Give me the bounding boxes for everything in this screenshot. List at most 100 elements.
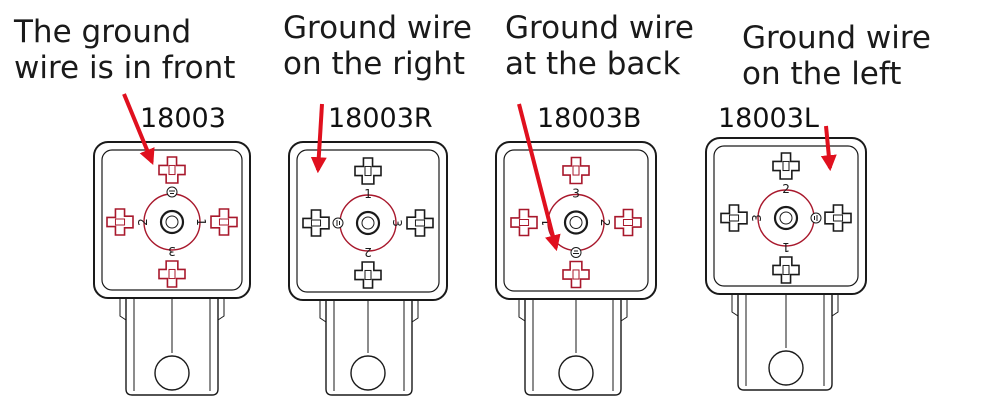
screw-hole xyxy=(768,350,804,386)
connector-4: 2 1 3 xyxy=(705,137,867,391)
pin-number: 2 xyxy=(136,218,150,226)
center-screw-inner xyxy=(569,216,583,229)
pin-top xyxy=(158,156,186,198)
pin-contact xyxy=(354,157,382,185)
pin-left: 3 xyxy=(720,204,764,232)
center-screw-inner xyxy=(165,215,179,229)
model-code-18003l: 18003L xyxy=(718,103,819,134)
pin-contact xyxy=(510,208,538,237)
pin-slot xyxy=(572,269,580,280)
caption-line: The ground xyxy=(14,14,192,50)
connector-stem xyxy=(125,298,219,396)
pin-number: 1 xyxy=(364,187,372,201)
pin-number: 2 xyxy=(782,182,790,196)
connector-face xyxy=(503,149,649,292)
center-screw-inner xyxy=(361,216,375,230)
pin-contact xyxy=(302,209,330,237)
pin-top: 2 xyxy=(772,152,800,196)
pin-contact xyxy=(210,208,238,236)
center-screw-inner xyxy=(779,211,793,225)
pin-slot xyxy=(622,219,634,226)
caption-back: Ground wire at the back xyxy=(505,10,694,82)
pin-number: 2 xyxy=(364,245,372,259)
screw-hole xyxy=(154,355,190,391)
caption-front: The ground wire is in front xyxy=(14,14,235,86)
pin-slot xyxy=(364,269,372,281)
pin-slot xyxy=(310,219,322,227)
connector-2: 1 3 2 xyxy=(288,141,448,396)
connector-stem xyxy=(325,300,413,396)
connector-face xyxy=(713,145,859,287)
screw-hole xyxy=(558,355,594,391)
connector-1: 1 3 2 xyxy=(93,141,251,396)
pin-number: 1 xyxy=(194,218,208,226)
center-screw xyxy=(355,210,381,236)
model-code-18003: 18003 xyxy=(140,103,226,134)
caption-line: Ground wire xyxy=(283,10,472,46)
center-screw xyxy=(563,210,589,235)
pin-contact xyxy=(824,204,852,232)
pin-contact xyxy=(158,260,186,288)
pin-number: 3 xyxy=(168,244,176,258)
pin-right: 1 xyxy=(194,208,238,236)
flange xyxy=(831,294,839,317)
connector-stem xyxy=(524,299,622,396)
ground-symbol xyxy=(810,212,822,224)
pin-number: 1 xyxy=(782,240,790,254)
pin-contact xyxy=(106,208,134,236)
caption-line: on the right xyxy=(283,46,466,82)
pin-contact xyxy=(614,208,642,237)
model-code-18003r: 18003R xyxy=(328,103,433,134)
caption-left: Ground wire on the left xyxy=(742,20,931,92)
caption-line: at the back xyxy=(505,46,681,82)
caption-line: Ground wire xyxy=(505,10,694,46)
connector-face xyxy=(101,149,243,291)
caption-line: wire is in front xyxy=(14,50,236,86)
flange xyxy=(518,299,526,322)
pin-contact xyxy=(562,156,590,185)
pin-slot xyxy=(218,218,230,226)
ground-circle xyxy=(810,212,822,224)
caption-line: Ground wire xyxy=(742,20,931,56)
caption-right: Ground wire on the right xyxy=(283,10,472,82)
pin-left: 1 xyxy=(510,208,554,237)
pin-contact xyxy=(406,209,434,237)
pin-slot xyxy=(782,160,790,172)
screw-hole xyxy=(350,355,386,391)
ground-symbol xyxy=(166,186,178,198)
pin-contact xyxy=(720,204,748,232)
center-screw xyxy=(773,205,799,231)
pin-contact xyxy=(772,256,800,284)
pin-top: 3 xyxy=(562,156,590,201)
pin-contact xyxy=(562,260,590,289)
pointer-arrow-3 xyxy=(517,103,561,252)
pin-slot xyxy=(414,219,426,227)
pin-slot xyxy=(114,218,126,226)
pin-number: 3 xyxy=(572,187,580,201)
pin-left xyxy=(302,209,344,237)
pin-number: 3 xyxy=(390,219,404,227)
flange xyxy=(731,294,739,317)
pin-contact xyxy=(158,156,186,184)
flange xyxy=(217,298,225,321)
pin-left: 2 xyxy=(106,208,150,236)
pin-contact xyxy=(354,261,382,289)
ground-symbol xyxy=(570,247,582,258)
pin-slot xyxy=(728,214,740,222)
pointer-arrow-1 xyxy=(122,93,155,165)
pin-slot xyxy=(832,214,844,222)
pin-bottom xyxy=(562,247,590,289)
connector-3: 321 xyxy=(495,141,657,396)
pin-bottom: 1 xyxy=(772,240,800,284)
pin-number: 1 xyxy=(540,219,554,227)
connector-face xyxy=(296,149,440,293)
pointer-arrow-4 xyxy=(820,125,837,172)
pin-bottom: 2 xyxy=(354,245,382,289)
flange xyxy=(620,299,628,322)
center-screw xyxy=(159,209,185,235)
ground-circle xyxy=(332,217,344,229)
pin-slot xyxy=(782,264,790,276)
pin-top: 1 xyxy=(354,157,382,201)
pin-right xyxy=(810,204,852,232)
